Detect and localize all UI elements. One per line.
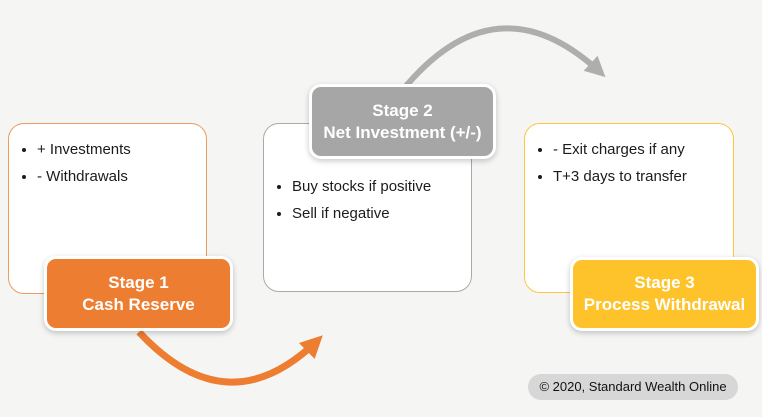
curved-arrow-stage1-to-stage2: [136, 329, 323, 386]
stage3-subtitle: Process Withdrawal: [583, 295, 746, 314]
stage1-bullet-2: - Withdrawals: [37, 164, 200, 190]
stage3-bullet-1: - Exit charges if any: [553, 137, 727, 163]
stage1-bullet-list: + Investments - Withdrawals: [9, 137, 206, 190]
stage3-bullet-list: - Exit charges if any T+3 days to transf…: [525, 137, 733, 190]
stage2-subtitle: Net Investment (+/-): [323, 122, 482, 142]
stage3-badge: Stage 3 Process Withdrawal: [570, 257, 759, 331]
stage1-title: Stage 1: [108, 272, 169, 292]
stage3-bullet-2: T+3 days to transfer: [553, 164, 727, 190]
stage1-badge: Stage 1 Cash Reserve: [44, 256, 233, 331]
stage2-bullet-1: Buy stocks if positive: [292, 174, 465, 200]
curved-arrow-stage2-to-stage3: [398, 25, 606, 94]
stage3-title: Stage 3: [634, 273, 695, 292]
stage1-subtitle: Cash Reserve: [82, 294, 195, 314]
stage1-bullet-1: + Investments: [37, 137, 200, 163]
stage2-bullet-2: Sell if negative: [292, 201, 465, 227]
stage2-badge: Stage 2 Net Investment (+/-): [309, 84, 496, 159]
copyright-badge: © 2020, Standard Wealth Online: [528, 374, 738, 400]
stage2-title: Stage 2: [372, 100, 433, 120]
stage2-bullet-list: Buy stocks if positive Sell if negative: [264, 174, 471, 227]
